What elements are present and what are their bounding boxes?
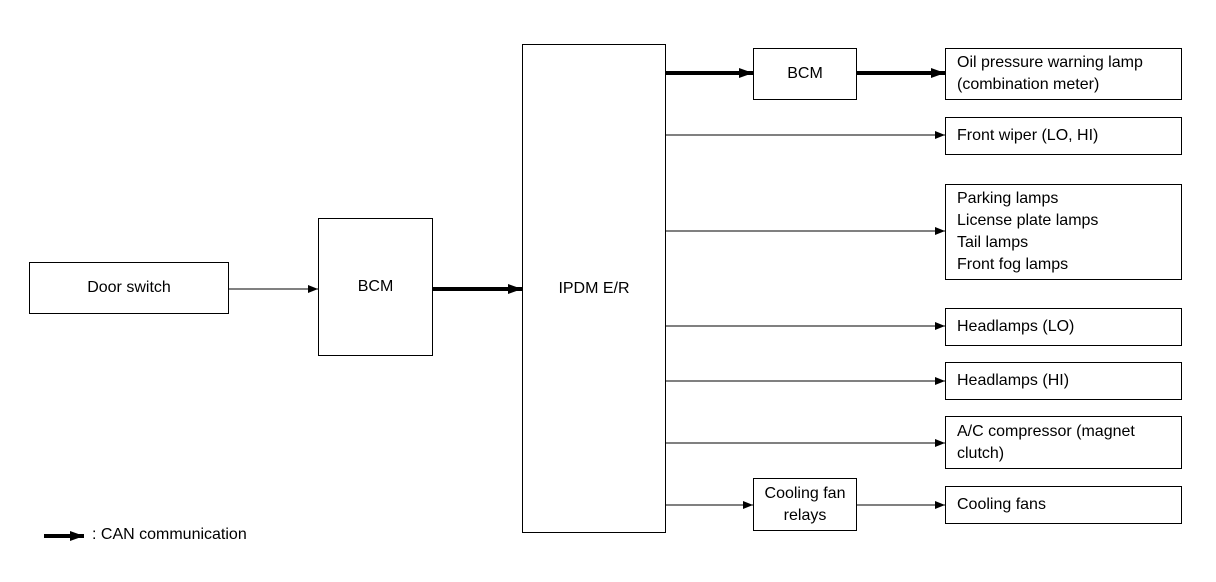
ipdm-er-label: IPDM E/R xyxy=(558,279,630,297)
cooling-fans-box: Cooling fans xyxy=(945,486,1182,524)
front-wiper-box: Front wiper (LO, HI) xyxy=(945,117,1182,155)
cooling-fan-relays-line-2: relays xyxy=(783,506,827,524)
headlamps-hi-label: Headlamps (HI) xyxy=(957,372,1070,389)
ac-compressor-line-1: A/C compressor (magnet xyxy=(957,422,1135,440)
ipdm-er-box: IPDM E/R xyxy=(522,44,666,533)
legend-can-label: : CAN communication xyxy=(92,526,247,543)
parking-lamps-label: Parking lamps xyxy=(957,190,1059,207)
door-switch-box: Door switch xyxy=(29,262,229,314)
bcm-label: BCM xyxy=(357,278,394,295)
legend: : CAN communication xyxy=(44,524,247,546)
door-switch-label: Door switch xyxy=(87,279,171,296)
cooling-fans-label: Cooling fans xyxy=(957,496,1046,513)
front-wiper-label: Front wiper (LO, HI) xyxy=(957,127,1099,144)
front-fog-lamps-label: Front fog lamps xyxy=(957,256,1069,273)
tail-lamps-label: Tail lamps xyxy=(957,234,1029,251)
oil-pressure-lamp-line-1: Oil pressure warning lamp xyxy=(957,54,1143,71)
bcm-top-box: BCM xyxy=(753,48,857,100)
oil-pressure-lamp-line-2: (combination meter) xyxy=(957,76,1100,93)
headlamps-lo-box: Headlamps (LO) xyxy=(945,308,1182,346)
ac-compressor-line-2: clutch) xyxy=(957,444,1005,462)
oil-pressure-lamp-box: Oil pressure warning lamp (combination m… xyxy=(945,48,1182,100)
headlamps-lo-label: Headlamps (LO) xyxy=(957,318,1075,335)
license-plate-lamps-label: License plate lamps xyxy=(957,212,1099,229)
bcm-top-label: BCM xyxy=(787,65,823,82)
ac-compressor-box: A/C compressor (magnet clutch) xyxy=(945,416,1182,469)
bcm-box: BCM xyxy=(318,218,433,356)
headlamps-hi-box: Headlamps (HI) xyxy=(945,362,1182,400)
lamps-box: Parking lamps License plate lamps Tail l… xyxy=(945,184,1182,280)
cooling-fan-relays-line-1: Cooling fan xyxy=(764,484,846,502)
cooling-fan-relays-box: Cooling fan relays xyxy=(753,478,857,531)
